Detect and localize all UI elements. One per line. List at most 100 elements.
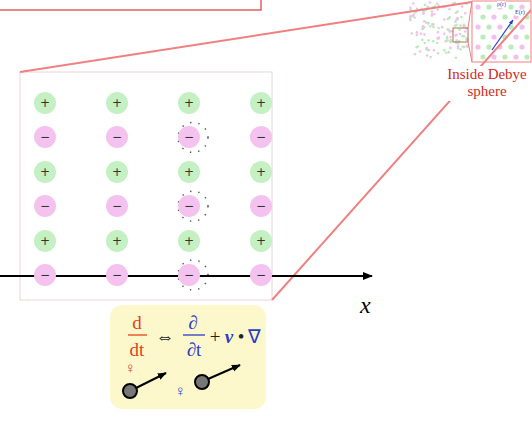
thumb-particle [416, 31, 419, 34]
thumb-particle [421, 28, 424, 31]
zoom-line [468, 1, 472, 28]
zoom-line [468, 42, 472, 62]
charge-sign: + [40, 166, 50, 178]
formula-symbol: ∂t [187, 340, 202, 359]
thumb-particle [436, 8, 439, 11]
zoom-particle [475, 24, 480, 29]
charge-circle: + [34, 92, 56, 114]
zoom-particle [480, 34, 485, 39]
thumb-particle [427, 39, 430, 42]
thumb-particle [460, 16, 463, 19]
thumb-particle [449, 47, 452, 50]
thumb-particle [443, 33, 446, 36]
charge-sign: − [40, 200, 50, 212]
charge-sign: + [40, 235, 50, 247]
thumb-particle [413, 16, 416, 19]
charge-sign: + [112, 235, 122, 247]
displaced-charge-marks [178, 122, 208, 290]
charge-sign: − [112, 131, 122, 143]
thumb-particle [421, 27, 424, 30]
thumb-particle [423, 33, 426, 36]
charge-circle: − [106, 195, 128, 217]
thumb-particle [432, 23, 435, 26]
charge-circle: + [106, 92, 128, 114]
charge-sign: + [256, 97, 266, 109]
thumb-particle [420, 33, 423, 36]
zoom-particle [502, 54, 507, 59]
thumb-particle [455, 56, 458, 59]
charge-circle: + [178, 161, 200, 183]
formula-box: ddt⇔∂∂t+v•∇♀♀ [110, 305, 266, 409]
zoom-particle [513, 34, 518, 39]
thumb-particle [422, 12, 425, 15]
particle [123, 384, 137, 398]
thumb-particle [461, 5, 464, 8]
zoom-particle [486, 4, 491, 9]
particle [195, 375, 209, 389]
charge-sign: + [112, 97, 122, 109]
charge-circle: + [34, 230, 56, 252]
charge-circle: + [250, 230, 272, 252]
zoom-particle [519, 24, 524, 29]
charge-sign: − [256, 200, 266, 212]
formula-symbol: d [132, 313, 142, 332]
thumb-particle [462, 25, 465, 28]
charge-circle: + [106, 161, 128, 183]
thumb-particle [450, 39, 453, 42]
thumb-particle [412, 13, 415, 16]
thumb-particle [436, 3, 439, 6]
thumb-particle [463, 46, 466, 49]
charge-sign: + [184, 97, 194, 109]
field-label: E(r) [515, 9, 525, 16]
charge-circle: − [178, 126, 200, 148]
thumb-particle [446, 28, 449, 31]
charge-sign: + [184, 235, 194, 247]
thumb-particle [443, 49, 446, 52]
thumb-particle [448, 8, 451, 11]
zoom-particle [475, 4, 480, 9]
thumb-particle [466, 45, 469, 48]
charge-circle: + [106, 230, 128, 252]
charge-circle: + [250, 92, 272, 114]
thumb-particle [443, 18, 446, 21]
charge-circle: − [178, 264, 200, 286]
thumb-particle [427, 22, 430, 25]
zoom-particle [486, 44, 491, 49]
thumb-particle [423, 42, 426, 45]
zoom-particle [508, 44, 513, 49]
thumb-particle [432, 40, 435, 43]
thumb-particle [429, 1, 432, 4]
thumb-particle [464, 30, 467, 33]
charge-sign: + [256, 166, 266, 178]
zoom-particle [480, 54, 485, 59]
charge-circle: + [178, 92, 200, 114]
thumb-particle [454, 20, 457, 23]
charge-sign: + [112, 166, 122, 178]
charge-circle: + [178, 230, 200, 252]
charge-sign: − [40, 269, 50, 281]
formula-symbol: v [225, 327, 233, 346]
field-label: ρ(r) [497, 1, 506, 8]
charge-circle: − [34, 264, 56, 286]
zoom-particle [497, 24, 502, 29]
thumb-particle [427, 49, 430, 52]
zoom-particle [491, 14, 496, 19]
thumb-particle [445, 51, 448, 54]
caption-label: Inside Debye sphere [445, 66, 529, 101]
fraction-bar [128, 334, 147, 335]
cut-box [0, 0, 261, 10]
charge-sign: − [256, 269, 266, 281]
charge-circle: − [106, 264, 128, 286]
thumb-particle [409, 19, 412, 22]
thumb-particle [423, 20, 426, 23]
zoom-square [453, 28, 468, 42]
charge-circle: + [34, 161, 56, 183]
zoom-particle [475, 44, 480, 49]
thumb-particle [411, 32, 414, 35]
thumb-particle [458, 28, 461, 31]
thumb-particle [454, 24, 457, 27]
formula-symbol: • [238, 327, 245, 346]
velocity-arrow [208, 365, 240, 379]
